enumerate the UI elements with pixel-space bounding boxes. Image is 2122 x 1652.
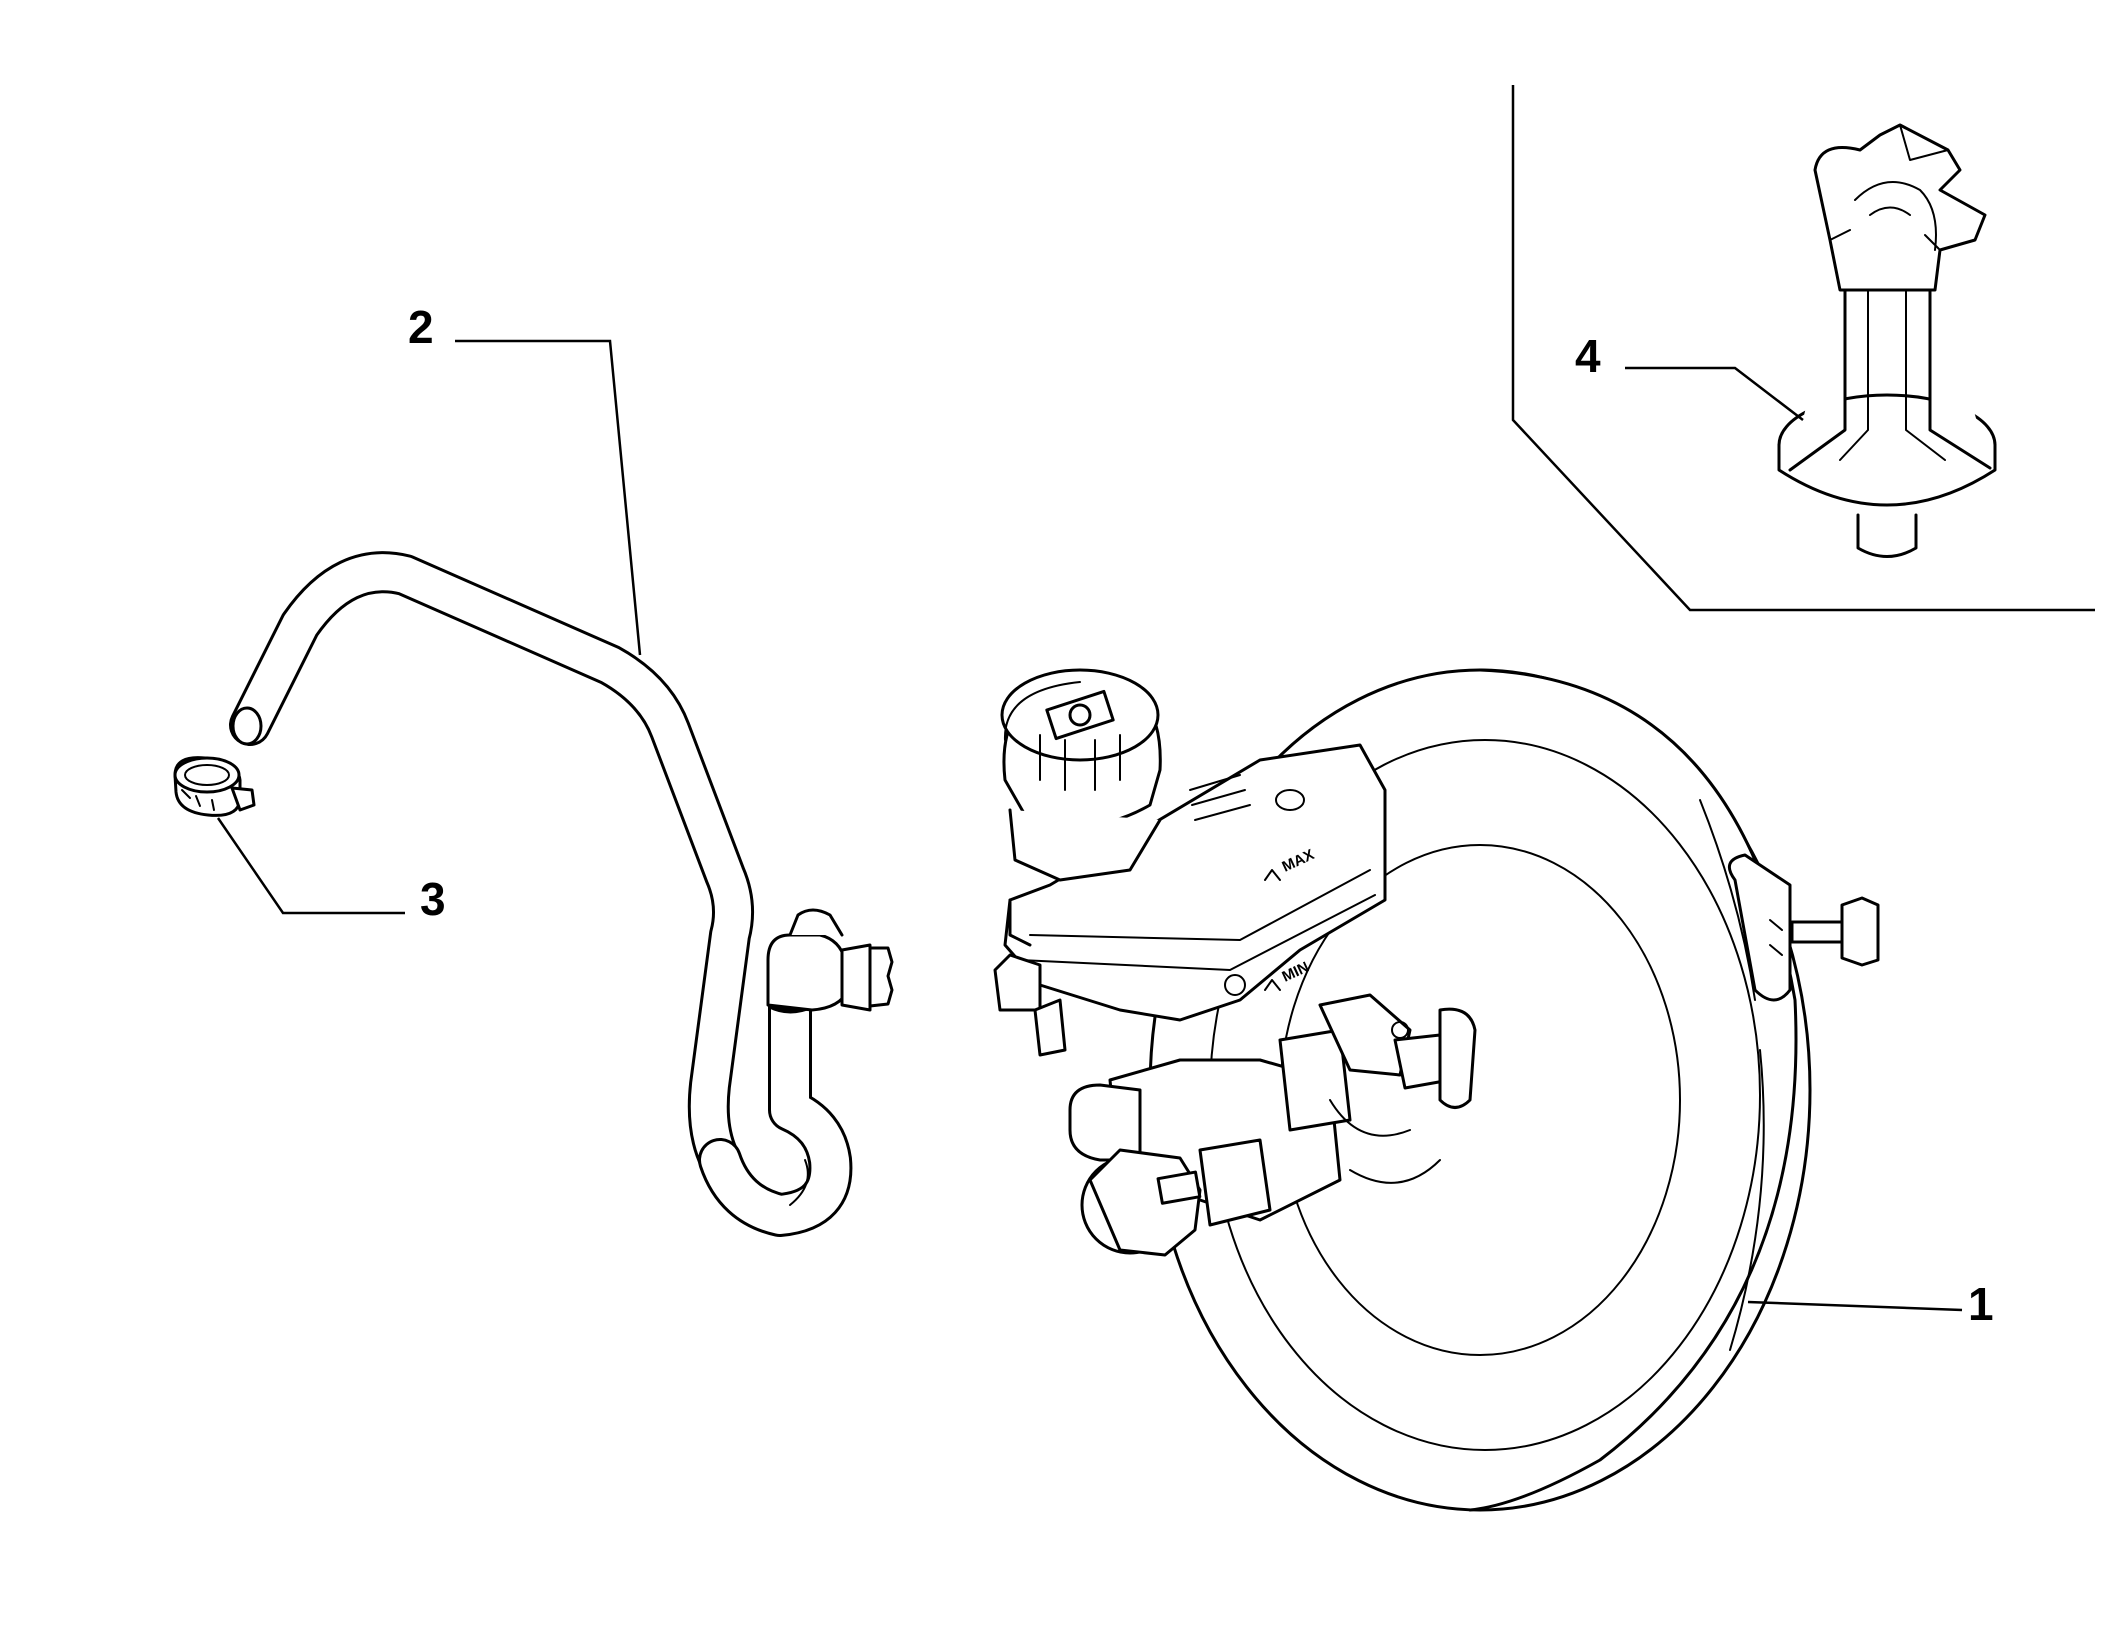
part-3-hose-clamp [173,756,256,817]
callout-labels: 1 2 3 4 [408,301,1994,1330]
part-1-brake-booster: MAX MIN [993,668,1880,1512]
inset-divider [1511,85,2095,612]
callout-3: 3 [420,873,446,925]
part-4-hose-clip [1777,123,1997,558]
callout-1: 1 [1968,1278,1994,1330]
leader-lines [216,339,1963,1312]
callout-2: 2 [408,301,434,353]
leader-3 [216,817,405,915]
part-2-vacuum-hose [229,551,894,1237]
leader-4 [1625,366,1804,421]
leader-2 [455,339,642,656]
callout-4: 4 [1575,330,1601,382]
leader-1 [1747,1300,1963,1312]
